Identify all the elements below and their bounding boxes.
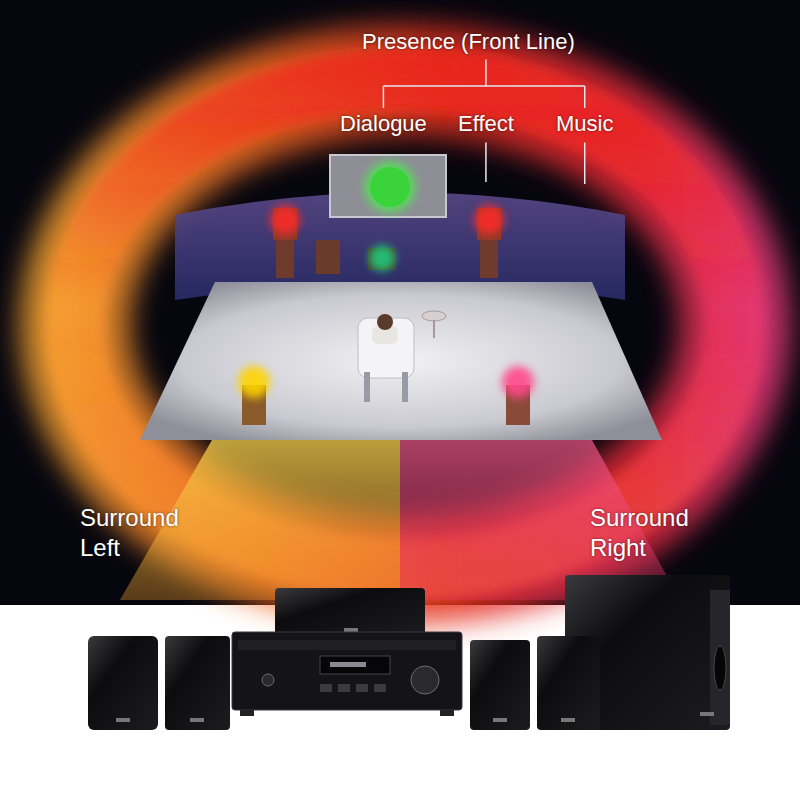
dark-background	[0, 0, 800, 605]
table-leg	[433, 320, 435, 338]
leader-line	[383, 86, 385, 108]
subwoofer-port	[714, 646, 726, 690]
subwoofer-side	[710, 590, 730, 725]
music-label: Music	[556, 110, 613, 138]
button	[356, 684, 368, 692]
volume-knob	[411, 666, 439, 694]
front-speaker-product	[165, 636, 230, 730]
room-floor	[140, 282, 662, 440]
center-glow	[369, 245, 395, 271]
logo-mark	[700, 712, 714, 716]
dialogue-light	[370, 167, 410, 207]
receiver-foot	[440, 710, 454, 716]
receiver-foot	[240, 710, 254, 716]
person-head	[377, 314, 393, 330]
surround-right-label: Surround Right	[590, 503, 715, 563]
surround-speaker-product	[537, 636, 600, 730]
dialogue-glow	[364, 161, 416, 213]
subwoofer	[316, 240, 340, 274]
receiver-display	[320, 656, 390, 674]
input-knob	[262, 674, 274, 686]
speaker-stand	[480, 238, 498, 278]
logo-mark	[493, 718, 507, 722]
surround-speaker-product	[470, 640, 530, 730]
surround-left-glow	[238, 366, 270, 398]
logo-mark	[561, 718, 575, 722]
effect-label: Effect	[458, 110, 514, 138]
chair-leg	[402, 372, 408, 402]
button	[374, 684, 386, 692]
dialogue-label: Dialogue	[340, 110, 427, 138]
leader-line	[485, 60, 487, 87]
receiver-top-strip	[238, 640, 456, 650]
button	[320, 684, 332, 692]
receiver-display-glow	[330, 662, 366, 667]
button	[338, 684, 350, 692]
surround-left-label: Surround Left	[80, 503, 205, 563]
leader-line	[584, 143, 586, 185]
receiver-buttons	[320, 684, 386, 692]
surround-right-glow	[502, 366, 534, 398]
logo-mark	[344, 628, 358, 632]
logo-mark	[116, 718, 130, 722]
front-speaker-product	[88, 636, 158, 730]
front-left-glow	[270, 205, 300, 235]
speaker-stand	[276, 238, 294, 278]
center-speaker-product	[275, 588, 425, 638]
screen	[330, 155, 446, 217]
leader-line	[584, 86, 586, 108]
logo-mark	[190, 718, 204, 722]
presence-heading: Presence (Front Line)	[362, 28, 575, 56]
side-table	[422, 311, 446, 321]
front-right-glow	[474, 205, 504, 235]
leader-line	[485, 143, 487, 183]
chair-leg	[364, 372, 370, 402]
leader-line	[383, 85, 584, 87]
av-receiver	[232, 632, 462, 710]
